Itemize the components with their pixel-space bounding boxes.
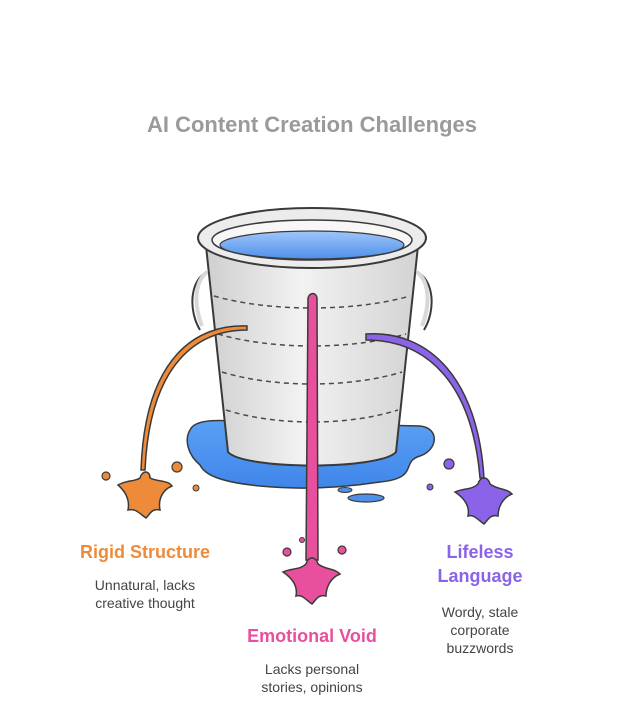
emotional-void-desc-line-1: Lacks personal bbox=[264, 661, 360, 677]
lifeless-language-label-line-1: Lifeless bbox=[446, 542, 514, 562]
rigid-structure-leak bbox=[101, 325, 248, 519]
emotional-void-label: Emotional Void bbox=[222, 624, 402, 648]
emotional-void-label-line: Emotional Void bbox=[247, 626, 377, 646]
rigid-structure-label-line: Rigid Structure bbox=[79, 542, 210, 562]
lifeless-language-desc-line-3: buzzwords bbox=[446, 640, 514, 656]
rigid-structure-desc-line-2: creative thought bbox=[95, 595, 195, 611]
diagram-title: AI Content Creation Challenges bbox=[146, 112, 478, 137]
emotional-void-description: Lacks personal stories, opinions bbox=[222, 660, 402, 696]
bucket bbox=[197, 207, 427, 467]
lifeless-language-label: Lifeless Language bbox=[404, 540, 556, 588]
emotional-void-desc-line-2: stories, opinions bbox=[261, 679, 363, 695]
rigid-structure-label: Rigid Structure bbox=[62, 540, 228, 564]
emotional-void-leak bbox=[281, 292, 347, 605]
rigid-structure-description: Unnatural, lacks creative thought bbox=[62, 576, 228, 612]
rigid-structure-desc-line-1: Unnatural, lacks bbox=[94, 577, 196, 593]
water-surface bbox=[219, 230, 405, 260]
lifeless-language-label-line-2: Language bbox=[437, 566, 523, 586]
lifeless-language-desc-line-1: Wordy, stale bbox=[441, 604, 519, 620]
lifeless-language-description: Wordy, stale corporate buzzwords bbox=[404, 603, 556, 657]
lifeless-language-desc-line-2: corporate bbox=[450, 622, 510, 638]
lifeless-language-leak bbox=[365, 333, 514, 525]
